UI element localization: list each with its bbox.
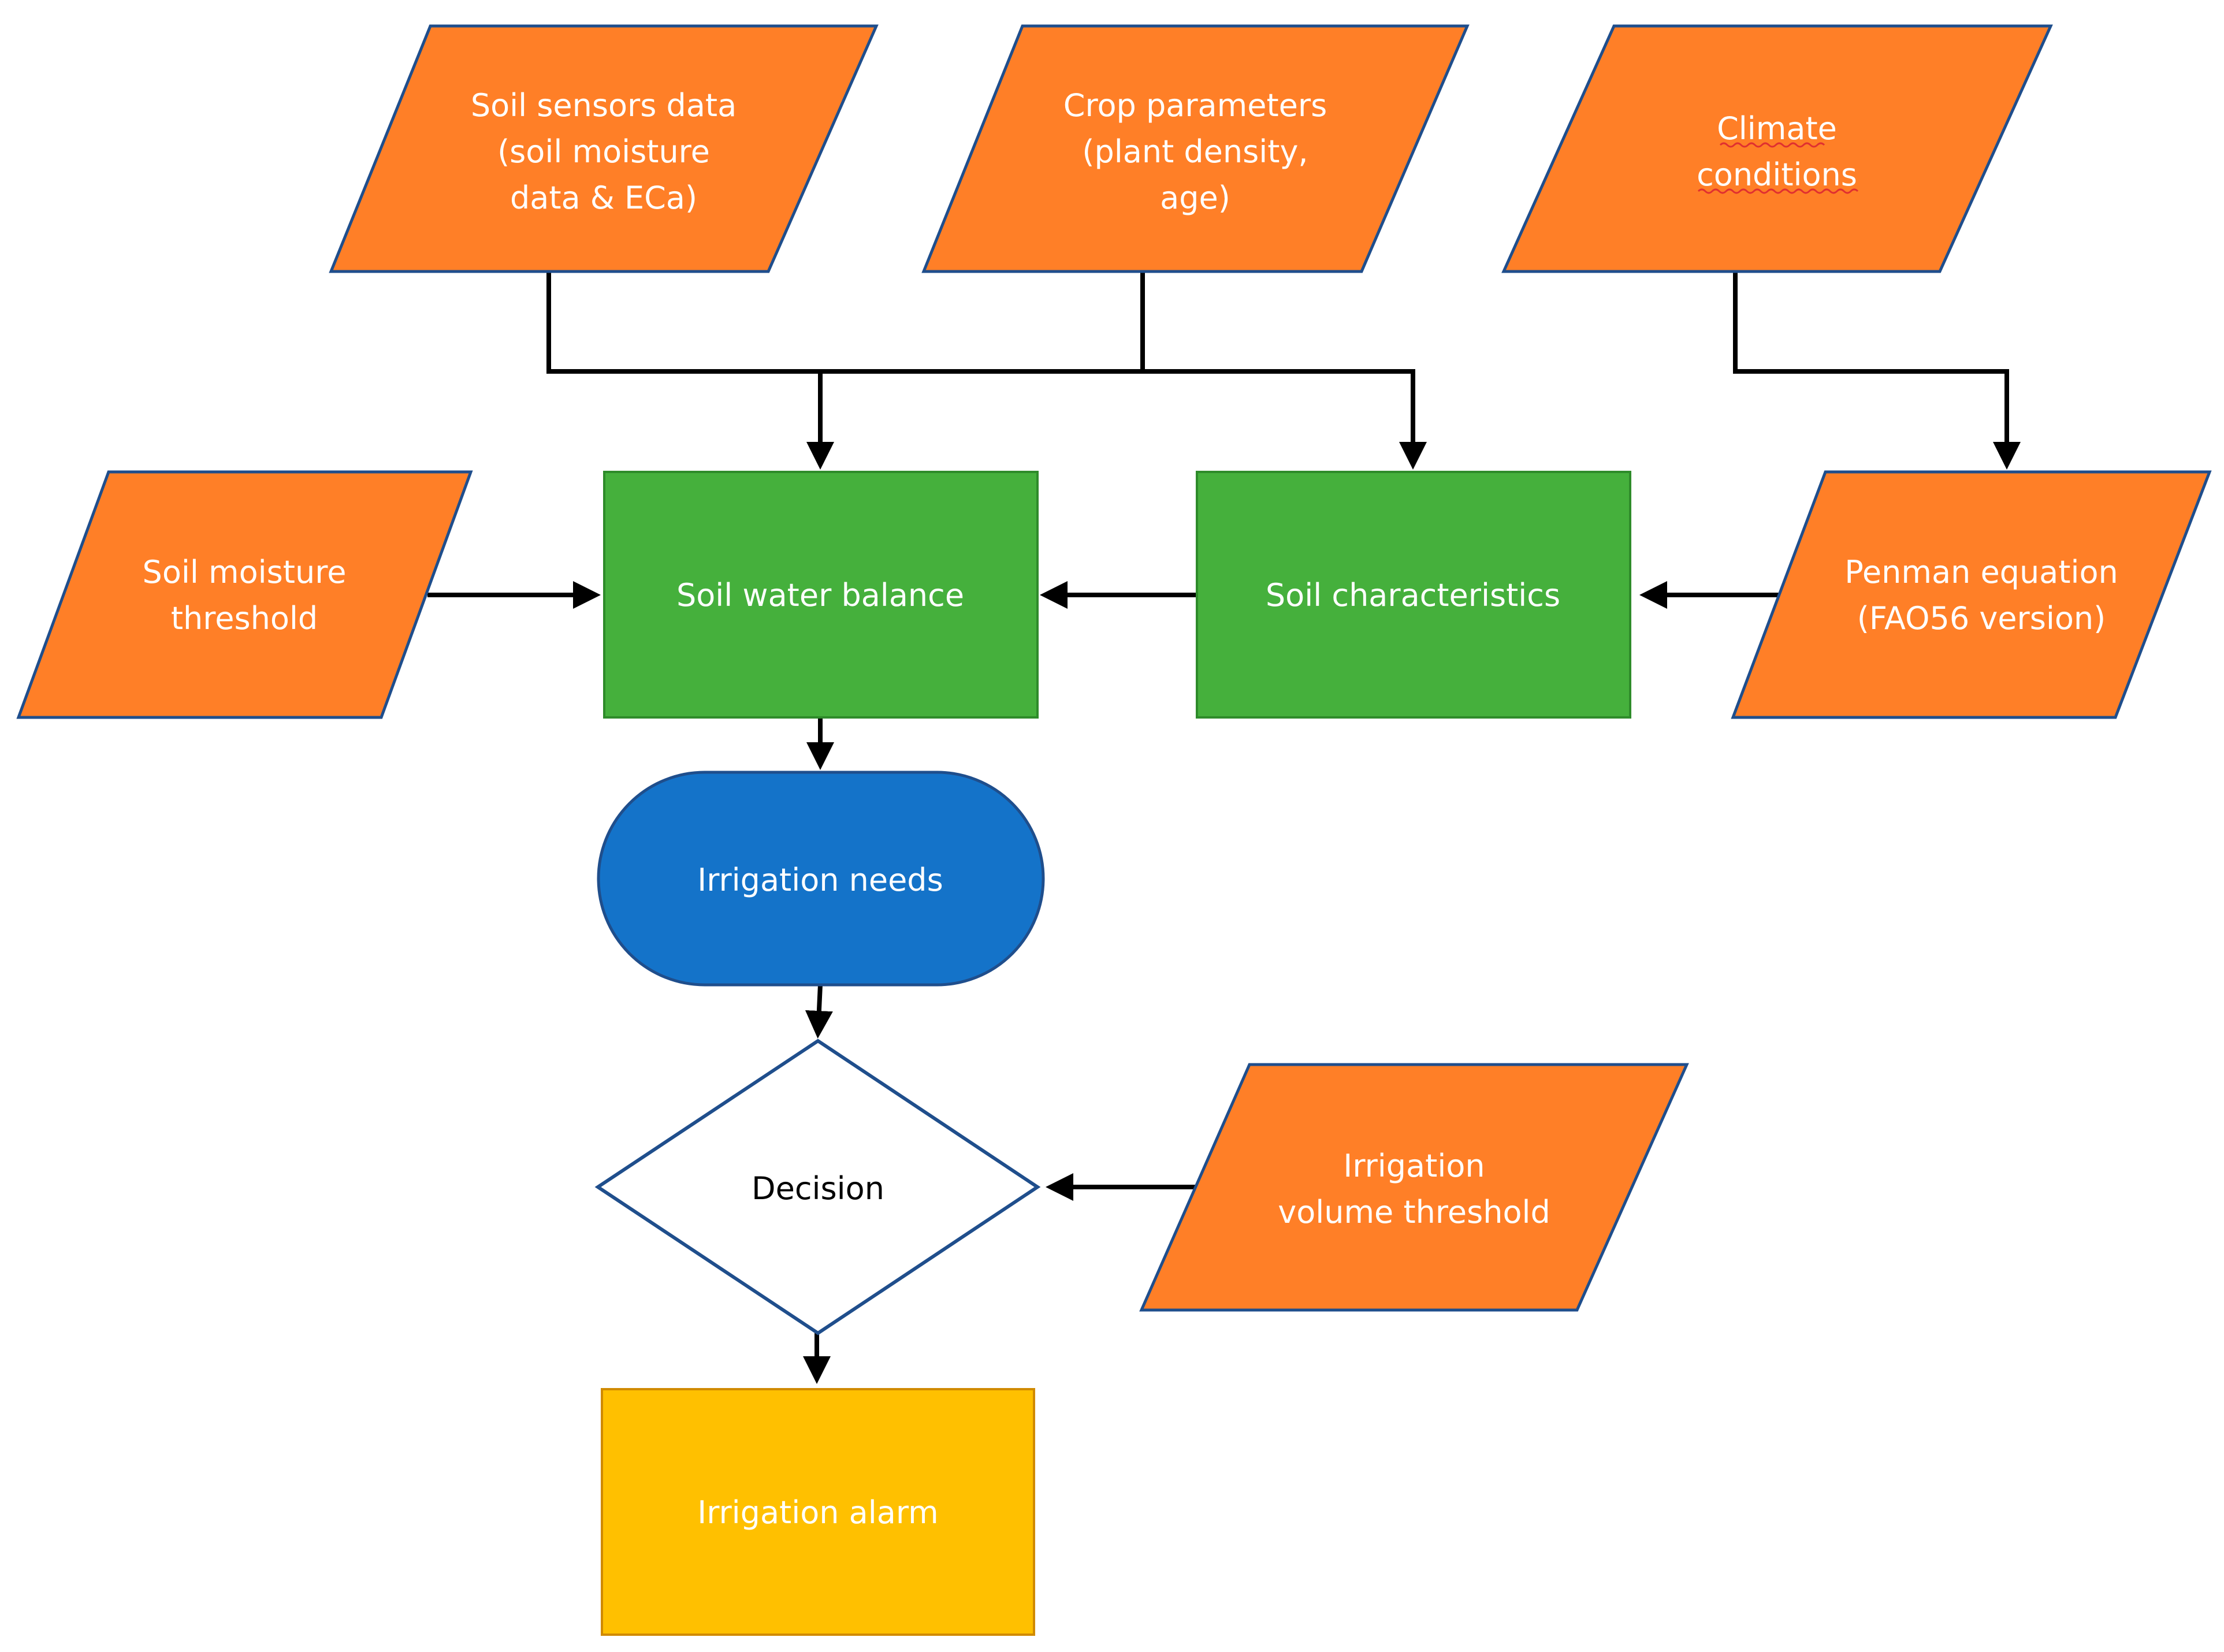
node-label: Irrigation volume threshold xyxy=(1278,1148,1550,1230)
process-box xyxy=(1196,471,1631,719)
node-label-line: Soil sensors data xyxy=(471,87,737,124)
node-label-line: threshold xyxy=(171,600,318,637)
data-parallelogram xyxy=(921,24,1470,273)
node-label-line: Soil water balance xyxy=(676,577,964,613)
process-soil-characteristics[interactable]: Soil characteristics xyxy=(1196,471,1631,719)
node-label: Crop parameters (plant density, age) xyxy=(1063,87,1327,216)
process-soil-water-balance[interactable]: Soil water balance xyxy=(603,471,1039,719)
data-parallelogram xyxy=(1501,24,2053,273)
node-label: Soil characteristics xyxy=(1266,577,1560,613)
node-label-line: (soil moisture xyxy=(497,133,710,170)
node-label-line: Irrigation needs xyxy=(697,862,943,898)
node-label: Penman equation (FAO56 version) xyxy=(1844,554,2118,637)
node-label: Irrigation alarm xyxy=(697,1494,938,1531)
input-climate-conditions[interactable]: Climate conditions xyxy=(1501,24,2053,273)
node-label-line: Penman equation xyxy=(1844,554,2118,590)
output-irrigation-alarm[interactable]: Irrigation alarm xyxy=(601,1388,1035,1636)
node-label: Soil sensors data (soil moisture data & EC… xyxy=(471,87,737,216)
data-parallelogram xyxy=(329,24,879,273)
connector-soil-sensors-to-junction xyxy=(546,271,1143,374)
node-label-line: data & ECa) xyxy=(510,180,697,216)
node-label-line: (FAO56 version) xyxy=(1857,600,2106,637)
spellcheck-underline xyxy=(1697,188,1859,194)
node-label: Soil moisture threshold xyxy=(143,554,347,637)
process-box xyxy=(603,471,1039,719)
data-parallelogram xyxy=(16,470,473,719)
input-soil-moisture-threshold[interactable]: Soil moisture threshold xyxy=(16,470,473,719)
terminal-irrigation-needs[interactable]: Irrigation needs xyxy=(597,771,1045,987)
input-crop-parameters[interactable]: Crop parameters (plant density, age) xyxy=(921,24,1470,273)
output-box xyxy=(601,1388,1035,1636)
node-label-line: Irrigation alarm xyxy=(697,1494,938,1531)
decision-shape xyxy=(594,1039,1041,1335)
input-irrigation-volume-threshold[interactable]: Irrigation volume threshold xyxy=(1139,1063,1689,1312)
terminal-shape xyxy=(597,771,1045,987)
data-parallelogram xyxy=(1731,470,2212,719)
arrow-junction-to-soil-characteristics xyxy=(1143,369,1427,470)
node-label: Soil water balance xyxy=(676,577,964,613)
node-label: Climate conditions xyxy=(1697,110,1857,193)
node-label-line: (plant density, xyxy=(1082,133,1308,170)
node-label: Decision xyxy=(752,1170,884,1207)
input-penman-equation[interactable]: Penman equation (FAO56 version) xyxy=(1731,470,2212,719)
node-label-line: Climate xyxy=(1717,110,1837,147)
node-label-line: Crop parameters xyxy=(1063,87,1327,124)
spellcheck-underline xyxy=(1719,142,1825,148)
arrow-irrigation-needs-to-decision xyxy=(805,984,833,1039)
node-label-line: Decision xyxy=(752,1170,884,1207)
node-label-line: Irrigation xyxy=(1343,1148,1485,1184)
data-parallelogram xyxy=(1139,1063,1689,1312)
node-label-line: Soil moisture xyxy=(143,554,347,590)
arrow-climate-to-penman xyxy=(1733,271,2021,470)
node-label-line: conditions xyxy=(1697,157,1857,193)
decision-diamond[interactable]: Decision xyxy=(594,1039,1041,1335)
node-label-line: volume threshold xyxy=(1278,1194,1550,1230)
node-label: Irrigation needs xyxy=(697,862,943,898)
connectors xyxy=(427,271,2021,1384)
node-label-line: Soil characteristics xyxy=(1266,577,1560,613)
input-soil-sensors-data[interactable]: Soil sensors data (soil moisture data & EC… xyxy=(329,24,879,273)
node-label-line: age) xyxy=(1160,180,1230,216)
